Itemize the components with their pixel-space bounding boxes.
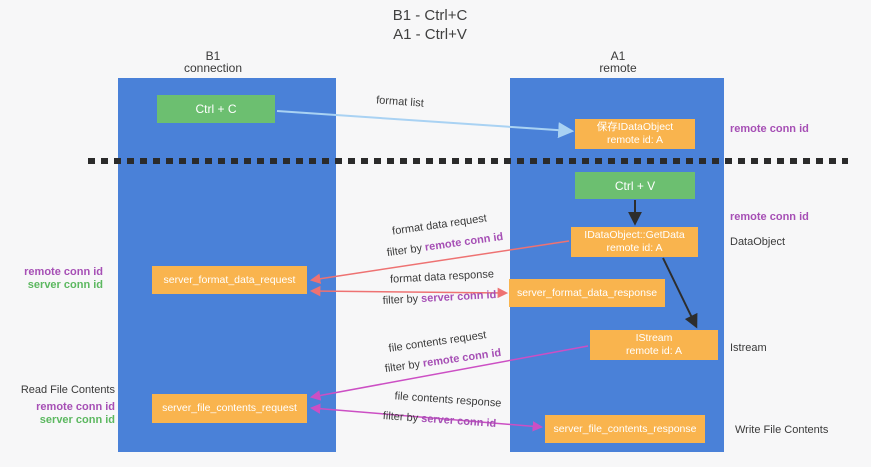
side-label-write-file-contents: Write File Contents: [735, 424, 829, 436]
node-istream-line2: remote id: A: [625, 345, 683, 357]
node-istream: IStream remote id: A: [590, 330, 718, 360]
lane-b1-name: B1: [205, 49, 221, 63]
side-label-server-conn-id-left2: server conn id: [39, 414, 115, 426]
lane-header-b1: B1 connection: [153, 50, 273, 74]
node-ctrl-v-label: Ctrl + V: [614, 178, 656, 193]
side-label-remote-conn-id-left2: remote conn id: [36, 401, 115, 413]
filter-by-text: filter by: [386, 242, 423, 260]
side-label-remote-conn-id-mid: remote conn id: [730, 211, 809, 223]
node-ctrl-c: Ctrl + C: [157, 95, 275, 123]
node-getdata-line2: remote id: A: [606, 242, 663, 254]
node-server-format-data-request-label: server_format_data_request: [163, 273, 296, 286]
filter-by-text: filter by: [384, 358, 421, 376]
side-label-remote-conn-id-left1: remote conn id: [24, 266, 103, 278]
side-label-remote-conn-id-top: remote conn id: [730, 123, 809, 135]
side-stack-format-ids: remote conn id server conn id: [8, 266, 103, 292]
edge-label-format-data-response: format data response: [389, 268, 495, 286]
node-save-idataobject: 保存IDataObject remote id: A: [575, 119, 695, 149]
node-server-format-data-response-label: server_format_data_response: [516, 286, 658, 299]
diagram-title: B1 - Ctrl+C A1 - Ctrl+V: [330, 6, 530, 44]
node-server-format-data-response: server_format_data_response: [509, 279, 665, 307]
node-istream-line1: IStream: [635, 332, 673, 344]
swimlane-b1-connection: [118, 78, 336, 452]
lane-a1-role: remote: [599, 61, 637, 75]
node-server-file-contents-response-label: server_file_contents_response: [553, 422, 697, 435]
side-label-dataobject: DataObject: [730, 236, 786, 248]
server-conn-id-text: server conn id: [420, 289, 497, 305]
server-conn-id-text: server conn id: [420, 412, 497, 430]
remote-conn-id-text: remote conn id: [424, 230, 504, 254]
side-label-read-file-contents: Read File Contents: [20, 384, 115, 396]
node-server-file-contents-response: server_file_contents_response: [545, 415, 705, 443]
lane-header-a1: A1 remote: [558, 50, 678, 74]
node-ctrl-c-label: Ctrl + C: [195, 102, 237, 116]
phase-separator-dashed-line: [88, 158, 848, 164]
title-line-1: B1 - Ctrl+C: [392, 7, 468, 24]
lane-b1-role: connection: [183, 61, 243, 75]
node-server-file-contents-request-label: server_file_contents_request: [162, 402, 297, 414]
side-stack-file-ids: Read File Contents remote conn id server…: [10, 384, 115, 427]
remote-conn-id-text: remote conn id: [422, 346, 502, 370]
filter-by-text: filter by: [382, 293, 419, 307]
lane-a1-name: A1: [610, 49, 626, 63]
node-server-format-data-request: server_format_data_request: [152, 266, 307, 294]
node-idataobject-getdata: IDataObject::GetData remote id: A: [571, 227, 698, 257]
node-ctrl-v: Ctrl + V: [575, 172, 695, 199]
side-label-server-conn-id-left1: server conn id: [27, 279, 103, 291]
filter-by-text: filter by: [382, 410, 419, 425]
side-label-istream: Istream: [730, 342, 767, 354]
node-save-idataobject-line2: remote id: A: [606, 134, 664, 146]
edge-label-file-contents-response: file contents response: [394, 390, 502, 410]
node-save-idataobject-line1: 保存IDataObject: [596, 121, 674, 133]
title-line-2: A1 - Ctrl+V: [393, 26, 467, 43]
node-getdata-line1: IDataObject::GetData: [584, 229, 685, 241]
edge-label-format-list: format list: [375, 94, 425, 110]
node-server-file-contents-request: server_file_contents_request: [152, 394, 307, 423]
